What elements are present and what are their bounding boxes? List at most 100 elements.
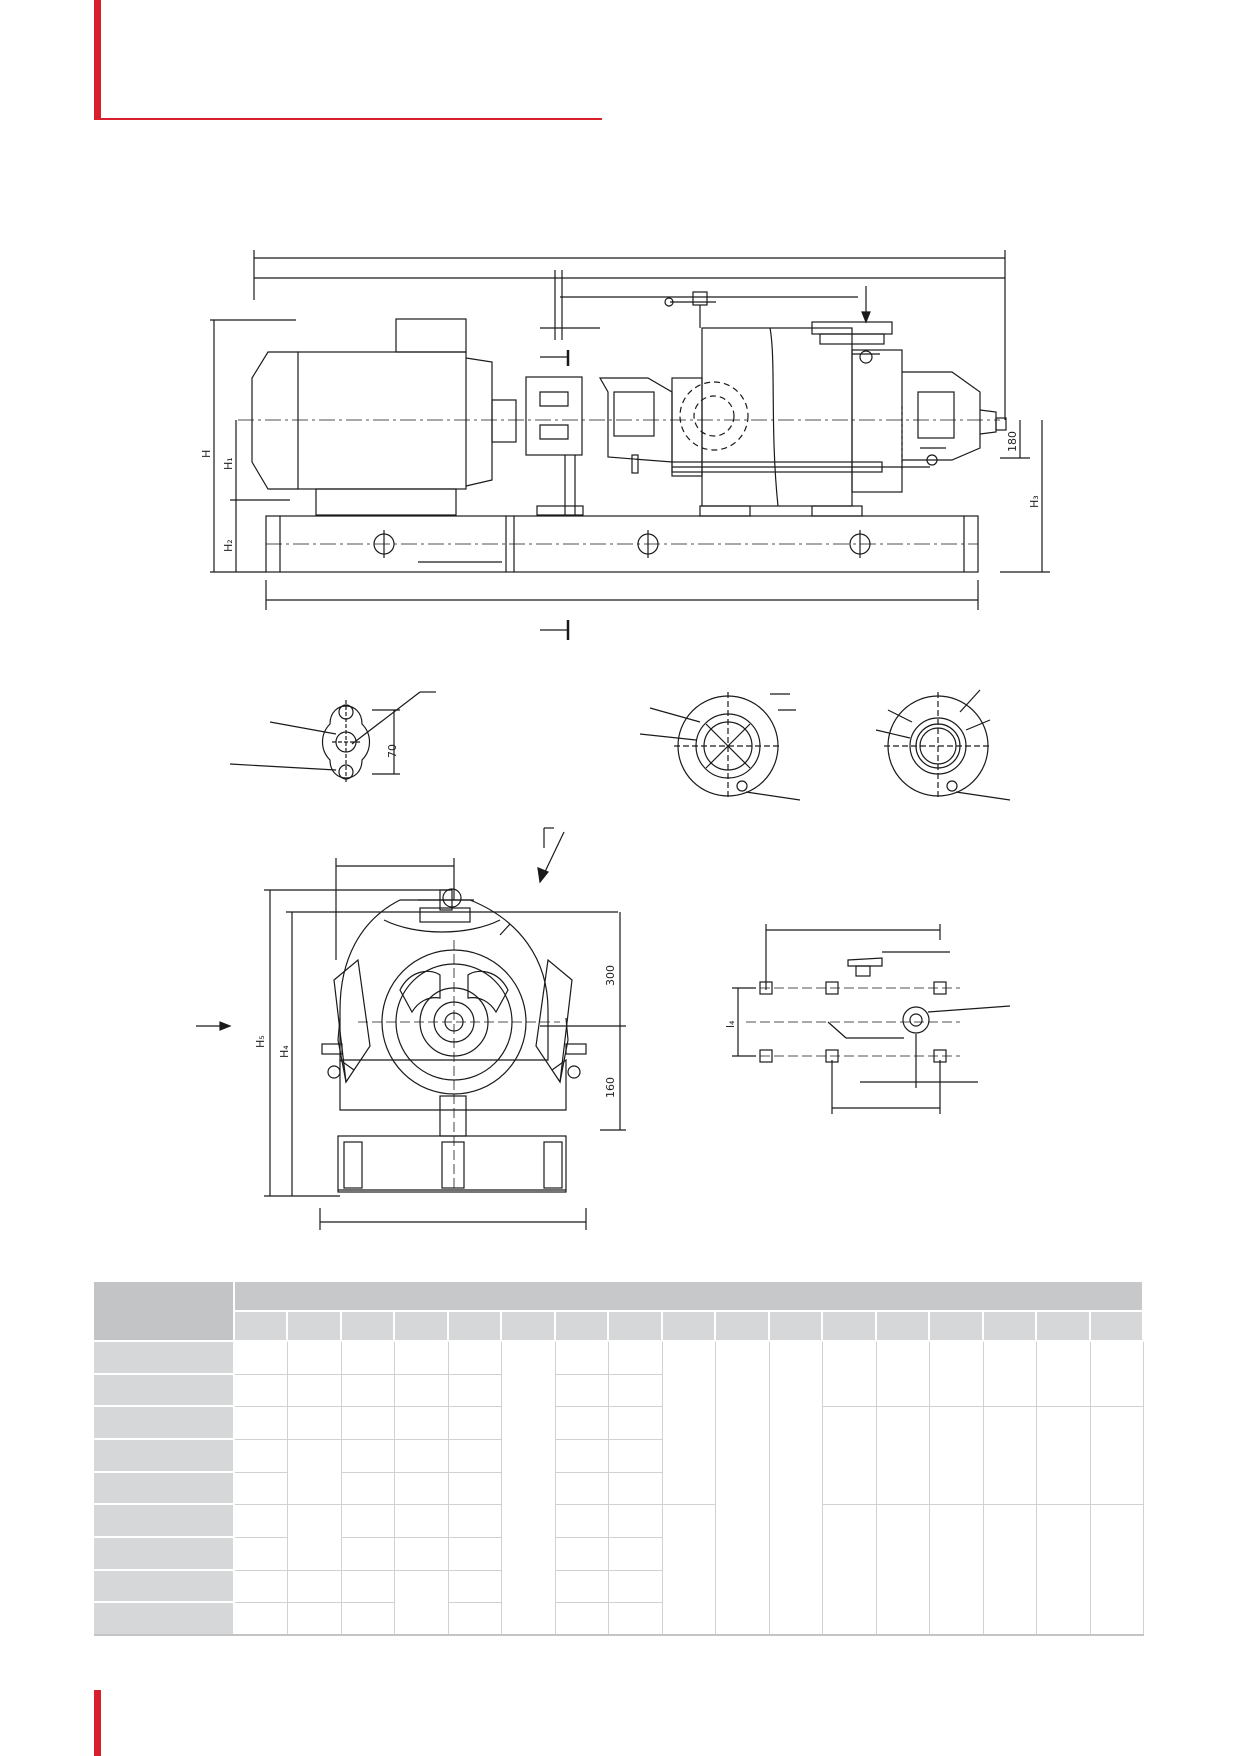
table-cell <box>448 1603 503 1636</box>
table-row-label <box>94 1440 235 1473</box>
table-cell <box>341 1342 396 1375</box>
table-cell <box>983 1342 1038 1408</box>
table-cell <box>448 1538 503 1571</box>
table-cell <box>448 1440 503 1473</box>
table-cell <box>502 1342 556 1636</box>
table-cell <box>448 1342 503 1375</box>
table-subheader <box>876 1312 931 1342</box>
table-subheader <box>395 1312 449 1342</box>
table-cell <box>876 1407 931 1506</box>
table-cell <box>555 1407 610 1440</box>
table-cell <box>1037 1505 1091 1636</box>
table-cell <box>395 1570 449 1636</box>
table-cell <box>555 1603 610 1636</box>
table-cell <box>341 1538 396 1571</box>
table-cell <box>235 1472 289 1506</box>
table-cell <box>930 1505 984 1636</box>
table-cell <box>235 1407 289 1440</box>
table-header-top <box>235 1282 1144 1312</box>
table-cell <box>235 1374 289 1408</box>
table-cell <box>235 1440 289 1473</box>
table-cell <box>395 1407 449 1440</box>
dim-l4: l₄ <box>724 1020 737 1028</box>
table-subheader <box>930 1312 984 1342</box>
foundation-plan <box>732 924 1011 1114</box>
table-subheader <box>555 1312 610 1342</box>
table-row-label <box>94 1603 235 1636</box>
table-subheader <box>1037 1312 1091 1342</box>
table-cell <box>876 1505 931 1636</box>
top-accent-bar <box>94 0 101 120</box>
table-cell <box>235 1342 289 1375</box>
dim-H3: H₃ <box>1028 495 1041 508</box>
round-flange-detail-left <box>639 692 801 801</box>
dim-H5: H₅ <box>254 1035 267 1048</box>
table-cell <box>1090 1342 1144 1408</box>
table-cell <box>235 1505 289 1538</box>
table-cell <box>555 1342 610 1375</box>
table-cell <box>1037 1342 1091 1408</box>
table-cell <box>288 1505 342 1571</box>
table-cell <box>448 1472 503 1506</box>
table-cell <box>341 1472 396 1506</box>
table-cell <box>1090 1407 1144 1506</box>
round-flange-detail-right <box>875 689 1011 801</box>
dim-180: 180 <box>1006 431 1019 452</box>
dim-H2: H₂ <box>222 539 235 552</box>
table-cell <box>341 1570 396 1604</box>
table-cell <box>341 1407 396 1440</box>
table-cell <box>395 1538 449 1571</box>
table-cell <box>555 1374 610 1408</box>
table-subheader <box>769 1312 824 1342</box>
table-cell <box>1037 1407 1091 1506</box>
table-row-label <box>94 1407 235 1440</box>
table-cell <box>288 1570 342 1604</box>
table-cell <box>609 1374 663 1408</box>
table-header-main <box>94 1282 235 1342</box>
table-row-label <box>94 1374 235 1408</box>
dim-H4: H₄ <box>278 1045 291 1058</box>
table-cell <box>823 1505 877 1636</box>
table-cell <box>288 1374 342 1408</box>
table-cell <box>716 1342 770 1636</box>
table-cell <box>395 1440 449 1473</box>
table-cell <box>448 1407 503 1440</box>
table-cell <box>288 1603 342 1636</box>
table-cell <box>235 1538 289 1571</box>
table-cell <box>235 1603 289 1636</box>
oval-flange-detail <box>229 691 436 784</box>
table-cell <box>395 1472 449 1506</box>
table-cell <box>395 1342 449 1375</box>
table-cell <box>662 1505 717 1636</box>
table-subheader <box>823 1312 877 1342</box>
table-cell <box>288 1342 342 1375</box>
table-row-label <box>94 1505 235 1538</box>
table-cell <box>448 1374 503 1408</box>
table-cell <box>288 1407 342 1440</box>
side-view <box>210 250 1050 640</box>
header-rule <box>94 118 602 120</box>
dimension-table <box>94 1282 1144 1636</box>
table-cell <box>609 1570 663 1604</box>
table-cell <box>769 1342 824 1636</box>
table-subheader <box>1090 1312 1144 1342</box>
table-cell <box>876 1342 931 1408</box>
table-cell <box>555 1505 610 1538</box>
table-cell <box>395 1505 449 1538</box>
table-subheader <box>983 1312 1038 1342</box>
table-cell <box>555 1472 610 1506</box>
table-subheader <box>716 1312 770 1342</box>
table-cell <box>341 1374 396 1408</box>
dim-H1: H₁ <box>222 457 235 470</box>
table-cell <box>609 1472 663 1506</box>
table-cell <box>341 1440 396 1473</box>
front-view <box>196 827 626 1230</box>
table-row-label <box>94 1342 235 1375</box>
table-cell <box>983 1505 1038 1636</box>
table-cell <box>341 1603 396 1636</box>
table-subheader <box>235 1312 289 1342</box>
table-row-label <box>94 1538 235 1571</box>
table-subheader <box>609 1312 663 1342</box>
table-cell <box>341 1505 396 1538</box>
table-cell <box>555 1440 610 1473</box>
